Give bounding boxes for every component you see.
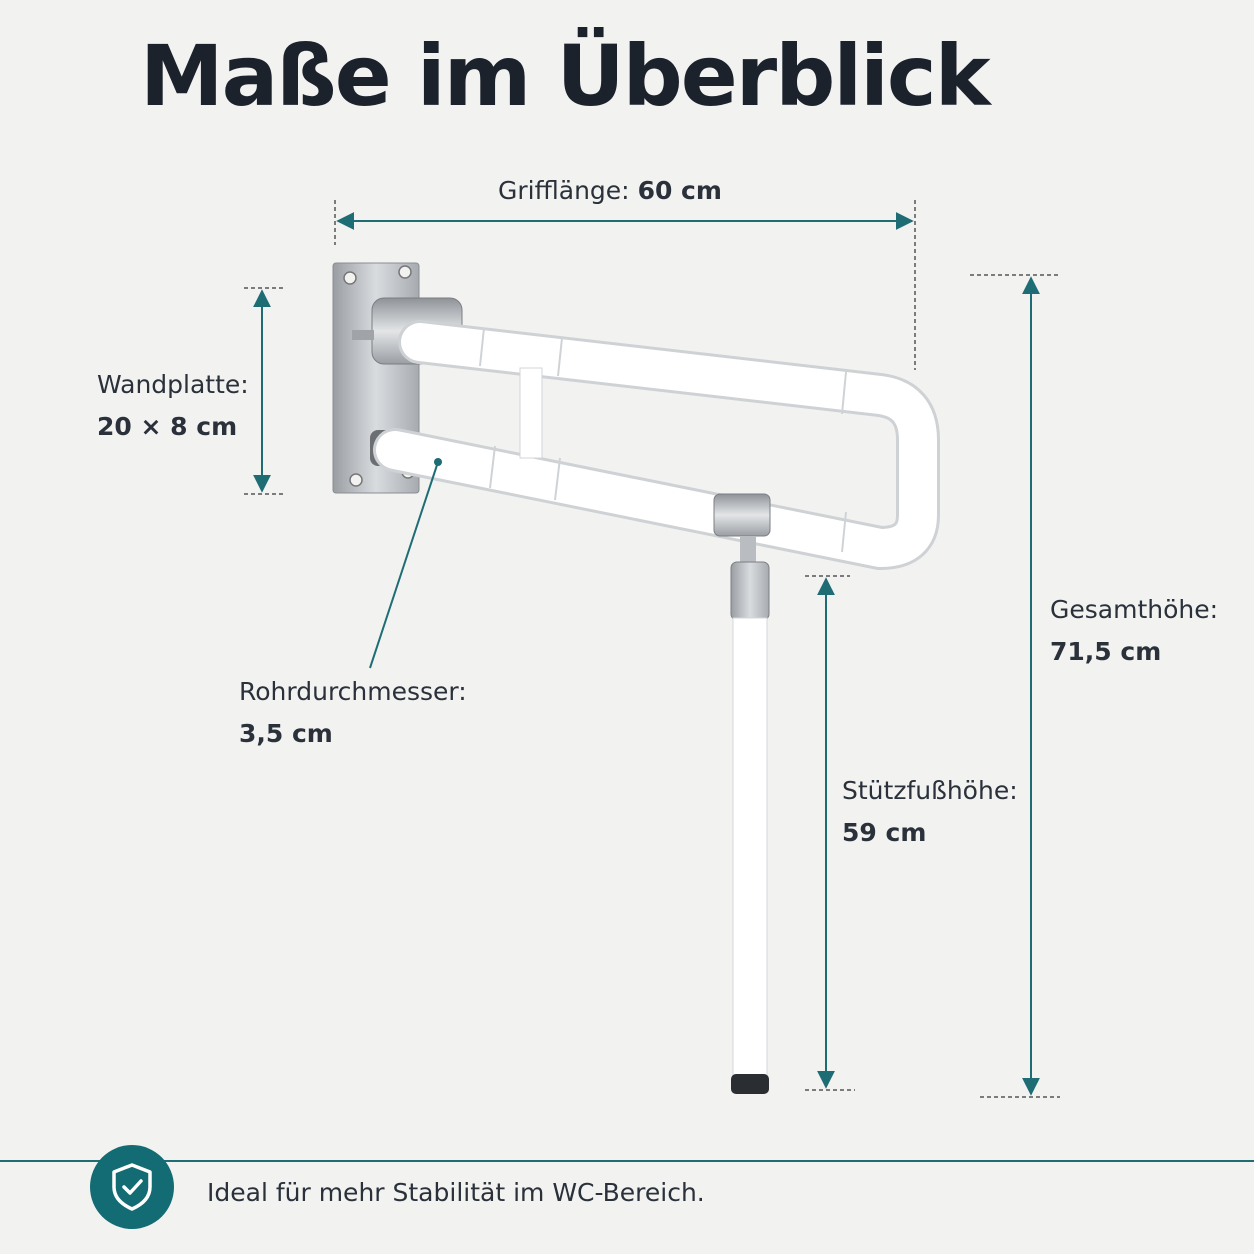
footer-divider bbox=[0, 1160, 1254, 1162]
tube-diameter-label: Rohrdurchmesser: 3,5 cm bbox=[239, 677, 467, 749]
footer-text: Ideal für mehr Stabilität im WC-Bereich. bbox=[207, 1178, 705, 1207]
support-height-caption: Stützfußhöhe: bbox=[842, 776, 1018, 805]
grip-length-dimension bbox=[334, 200, 916, 370]
support-height-label: Stützfußhöhe: 59 cm bbox=[842, 776, 1018, 848]
wall-plate-caption: Wandplatte: bbox=[97, 370, 249, 399]
grab-bar-rail bbox=[373, 320, 940, 570]
shield-check-icon bbox=[112, 1163, 152, 1211]
total-height-value: 71,5 cm bbox=[1050, 637, 1162, 666]
wall-plate-value: 20 × 8 cm bbox=[97, 412, 238, 441]
grip-length-label: Grifflänge: 60 cm bbox=[498, 176, 722, 206]
support-leg bbox=[730, 536, 770, 1094]
total-height-dimension bbox=[970, 274, 1060, 1098]
page-title: Maße im Überblick bbox=[140, 27, 991, 125]
total-height-caption: Gesamthöhe: bbox=[1050, 595, 1219, 624]
support-height-dimension bbox=[805, 575, 855, 1091]
wall-plate-label: Wandplatte: 20 × 8 cm bbox=[97, 370, 249, 442]
tube-diameter-value: 3,5 cm bbox=[239, 719, 333, 748]
shield-check-badge bbox=[90, 1145, 174, 1229]
total-height-label: Gesamthöhe: 71,5 cm bbox=[1050, 595, 1218, 667]
tube-diameter-pointer bbox=[369, 461, 439, 669]
tube-diameter-caption: Rohrdurchmesser: bbox=[239, 677, 467, 706]
support-height-value: 59 cm bbox=[842, 818, 927, 847]
wall-plate-dimension bbox=[244, 287, 285, 495]
grip-length-caption: Grifflänge: bbox=[498, 176, 630, 205]
grip-length-value: 60 cm bbox=[637, 176, 722, 205]
